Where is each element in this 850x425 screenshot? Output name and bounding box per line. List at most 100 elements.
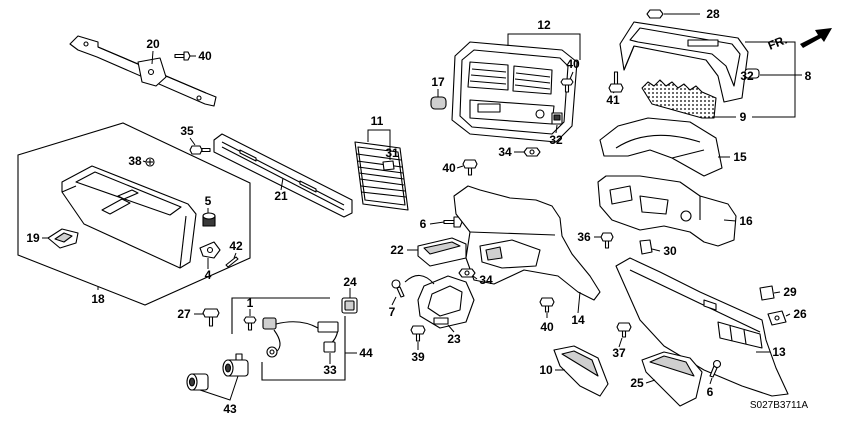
leader-lines-detail: [709, 377, 713, 385]
callout-30: 30: [663, 244, 677, 258]
part-11-grille-detail: [359, 178, 405, 186]
leader-lines-detail: [189, 137, 196, 146]
part-15-upper-column-cover-detail: [671, 149, 705, 159]
part-13-lower-dash-panel-detail: [743, 329, 747, 345]
callout-37: 37: [612, 346, 626, 360]
part-13-lower-dash-panel-detail: [629, 269, 761, 333]
part-32-clip-detail: [744, 68, 760, 79]
callout-26: 26: [793, 307, 807, 321]
part-26-clip: [767, 310, 787, 326]
part-8-meter-visor: [619, 21, 749, 103]
part-43-socket-right: [222, 353, 249, 377]
part-22-pocket-detail: [423, 241, 461, 255]
part-1-screw-detail: [247, 322, 253, 331]
part-14-lower-center-bracket-detail: [453, 185, 601, 301]
part-40-screw-detail: [544, 305, 550, 313]
part-7-screw-detail: [396, 286, 405, 298]
leader-lines-detail: [773, 291, 781, 294]
part-44-wire-harness: [262, 317, 339, 358]
leader-lines-detail: [651, 248, 661, 252]
part-27-screw-detail: [202, 308, 220, 318]
part-36-screw-detail: [600, 232, 614, 242]
part-19-latch: [47, 228, 79, 249]
part-40-bolt-detail: [174, 53, 185, 59]
part-16-lower-column-cover: [597, 175, 737, 247]
part-4-catch-detail: [206, 246, 214, 254]
center-vent-right: [512, 65, 553, 95]
leader-lines-detail: [612, 91, 615, 94]
callout-34: 34: [479, 273, 493, 287]
part-12-center-panel-detail: [535, 109, 545, 119]
part-18-glovebox-detail: [61, 185, 77, 193]
part-18-glovebox-detail: [101, 198, 131, 215]
part-11-grille-detail: [360, 191, 407, 198]
part-44-wire-harness-detail: [262, 317, 277, 330]
part-23-holder-detail: [433, 317, 449, 325]
part-5-bushing-detail: [202, 212, 216, 220]
callout-34: 34: [498, 145, 512, 159]
callout-6: 6: [707, 385, 714, 399]
part-10-cover-detail: [553, 345, 609, 397]
part-40-screw: [462, 159, 478, 176]
part-4-catch: [199, 241, 221, 259]
part-44-harness-outline-detail: [261, 316, 346, 381]
part-12-center-panel-detail: [470, 74, 507, 79]
leader-lines-detail: [199, 375, 239, 401]
part-41-screw: [608, 71, 624, 93]
part-17-cap: [430, 96, 447, 110]
leader-lines-detail: [367, 129, 391, 160]
callout-21: 21: [274, 189, 288, 203]
part-36-screw-detail: [604, 240, 610, 249]
part-28-clip: [646, 9, 664, 19]
leader-lines-detail: [142, 160, 147, 163]
leader-lines-detail: [645, 379, 656, 384]
leader-lines-detail: [569, 71, 574, 80]
callout-8: 8: [805, 69, 812, 83]
callout-22: 22: [390, 243, 404, 257]
part-30-clip: [639, 239, 653, 255]
part-17-cap-detail: [430, 96, 447, 110]
part-1-screw: [243, 316, 257, 331]
part-31-clip-detail: [382, 160, 395, 171]
part-41-screw-detail: [613, 71, 619, 85]
part-21-rail-detail: [299, 180, 317, 193]
callout-4: 4: [205, 268, 212, 282]
part-40-screw-detail: [560, 78, 574, 86]
part-37-screw-detail: [616, 322, 632, 332]
part-41-screw-detail: [608, 83, 624, 93]
part-24-cap-detail: [344, 300, 355, 311]
part-25-cover-detail: [649, 355, 695, 377]
part-14-lower-center-bracket-detail: [479, 239, 541, 269]
callout-33: 33: [323, 363, 337, 377]
part-13-lower-dash-panel-detail: [729, 325, 733, 342]
leader-lines-detail: [785, 313, 791, 317]
part-40-screw-detail: [539, 297, 555, 307]
part-9-panel-detail: [641, 79, 717, 119]
part-6-screw-detail: [709, 365, 718, 378]
callout-40: 40: [198, 49, 212, 63]
part-8-meter-visor-detail: [623, 45, 635, 71]
leader-lines-detail: [507, 33, 581, 60]
part-44-wire-harness-detail: [269, 349, 275, 355]
part-31-clip: [382, 160, 395, 171]
part-14-lower-center-bracket-detail: [469, 231, 556, 236]
part-20-bracket-detail: [196, 95, 202, 101]
part-11-grille-detail: [356, 153, 402, 161]
part-16-lower-column-cover-detail: [609, 185, 633, 205]
part-44-wire-harness-detail: [317, 321, 339, 333]
part-14-lower-center-bracket-detail: [485, 246, 503, 261]
part-11-grille: [354, 141, 409, 211]
callout-20: 20: [146, 37, 160, 51]
part-10-cover-detail: [561, 350, 599, 377]
part-36-screw: [600, 232, 614, 249]
part-34-nut-detail: [464, 270, 470, 276]
leader-lines-detail: [745, 41, 796, 118]
callout-32: 32: [740, 69, 754, 83]
callout-15: 15: [733, 150, 747, 164]
part-1-screw-detail: [243, 316, 257, 324]
leader-lines-detail: [447, 324, 455, 333]
part-15-upper-column-cover-detail: [615, 134, 701, 149]
part-37-screw: [616, 322, 632, 338]
callout-14: 14: [571, 313, 585, 327]
part-43-socket-right-detail: [224, 363, 232, 373]
